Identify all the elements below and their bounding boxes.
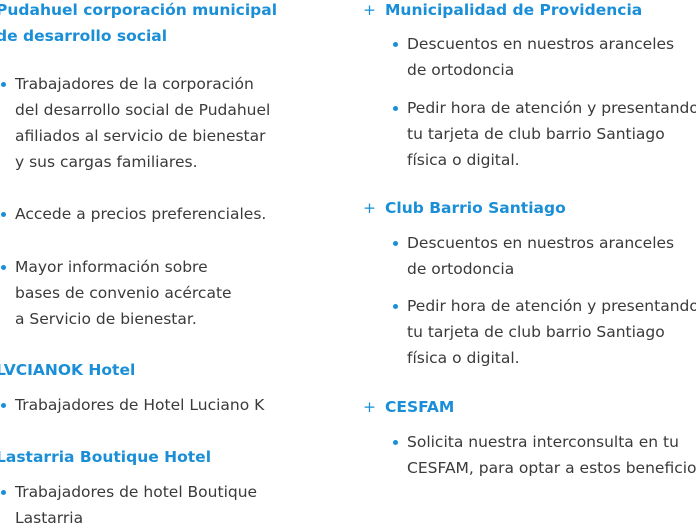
pudahuel-heading: Pudahuel corporación municipal de desarr… xyxy=(0,0,277,49)
list-item: Descuentos en nuestros aranceles de orto… xyxy=(393,230,675,282)
bullet-icon xyxy=(393,42,398,47)
bullet-icon xyxy=(1,490,6,495)
plus-icon[interactable]: + xyxy=(363,1,376,19)
item-text: Lastarria xyxy=(15,509,84,527)
lastarria-heading: Lastarria Boutique Hotel xyxy=(0,444,211,470)
club-barrio-heading[interactable]: + Club Barrio Santiago xyxy=(363,195,566,221)
item-text: afiliados al servicio de bienestar xyxy=(15,127,266,145)
providencia-heading[interactable]: + Municipalidad de Providencia xyxy=(363,0,642,23)
pudahuel-title-line-1: Pudahuel corporación municipal xyxy=(0,1,278,19)
cesfam-title[interactable]: CESFAM xyxy=(385,398,455,416)
bullet-icon xyxy=(1,265,6,270)
list-item: Mayor información sobre bases de conveni… xyxy=(1,254,232,332)
item-text: Accede a precios preferenciales. xyxy=(15,205,267,223)
item-text: Solicita nuestra interconsulta en tu xyxy=(407,433,679,451)
list-item: Accede a precios preferenciales. xyxy=(1,201,267,227)
club-barrio-title[interactable]: Club Barrio Santiago xyxy=(385,199,566,217)
item-text: CESFAM, para optar a estos beneficios xyxy=(407,459,696,477)
list-item: Trabajadores de Hotel Luciano K xyxy=(1,392,265,418)
item-text: tu tarjeta de club barrio Santiago xyxy=(407,125,665,143)
pudahuel-title-line-2: de desarrollo social xyxy=(0,27,168,45)
item-text: física o digital. xyxy=(407,349,520,367)
bullet-icon xyxy=(393,440,398,445)
item-text: del desarrollo social de Pudahuel xyxy=(15,101,271,119)
item-text: física o digital. xyxy=(407,151,520,169)
list-item: Trabajadores de la corporación del desar… xyxy=(1,71,271,175)
plus-icon[interactable]: + xyxy=(363,199,376,217)
list-item: Pedir hora de atención y presentando tu … xyxy=(393,95,696,173)
cesfam-heading[interactable]: + CESFAM xyxy=(363,394,454,420)
bullet-icon xyxy=(393,304,398,309)
list-item: Trabajadores de hotel Boutique Lastarria xyxy=(1,479,258,531)
lastarria-title: Lastarria Boutique Hotel xyxy=(0,448,212,466)
item-text: tu tarjeta de club barrio Santiago xyxy=(407,323,665,341)
item-text: de ortodoncia xyxy=(407,260,515,278)
item-text: Descuentos en nuestros aranceles xyxy=(407,35,675,53)
item-text: Pedir hora de atención y presentando xyxy=(407,297,696,315)
item-text: Trabajadores de hotel Boutique xyxy=(15,483,258,501)
list-item: Descuentos en nuestros aranceles de orto… xyxy=(393,31,675,83)
item-text: de ortodoncia xyxy=(407,61,515,79)
lucianok-heading: LVCIANOK Hotel xyxy=(0,357,135,383)
list-item: Solicita nuestra interconsulta en tu CES… xyxy=(393,429,696,481)
bullet-icon xyxy=(393,241,398,246)
lucianok-title: LVCIANOK Hotel xyxy=(0,361,136,379)
bullet-icon xyxy=(1,82,6,87)
providencia-title[interactable]: Municipalidad de Providencia xyxy=(385,1,643,19)
bullet-icon xyxy=(1,212,6,217)
item-text: y sus cargas familiares. xyxy=(15,153,198,171)
item-text: Descuentos en nuestros aranceles xyxy=(407,234,675,252)
item-text: Trabajadores de la corporación xyxy=(15,75,254,93)
item-text: Pedir hora de atención y presentando xyxy=(407,99,696,117)
bullet-icon xyxy=(1,403,6,408)
item-text: a Servicio de bienestar. xyxy=(15,310,197,328)
bullet-icon xyxy=(393,106,398,111)
item-text: bases de convenio acércate xyxy=(15,284,232,302)
plus-icon[interactable]: + xyxy=(363,398,376,416)
list-item: Pedir hora de atención y presentando tu … xyxy=(393,293,696,371)
item-text: Mayor información sobre xyxy=(15,258,208,276)
item-text: Trabajadores de Hotel Luciano K xyxy=(15,396,265,414)
